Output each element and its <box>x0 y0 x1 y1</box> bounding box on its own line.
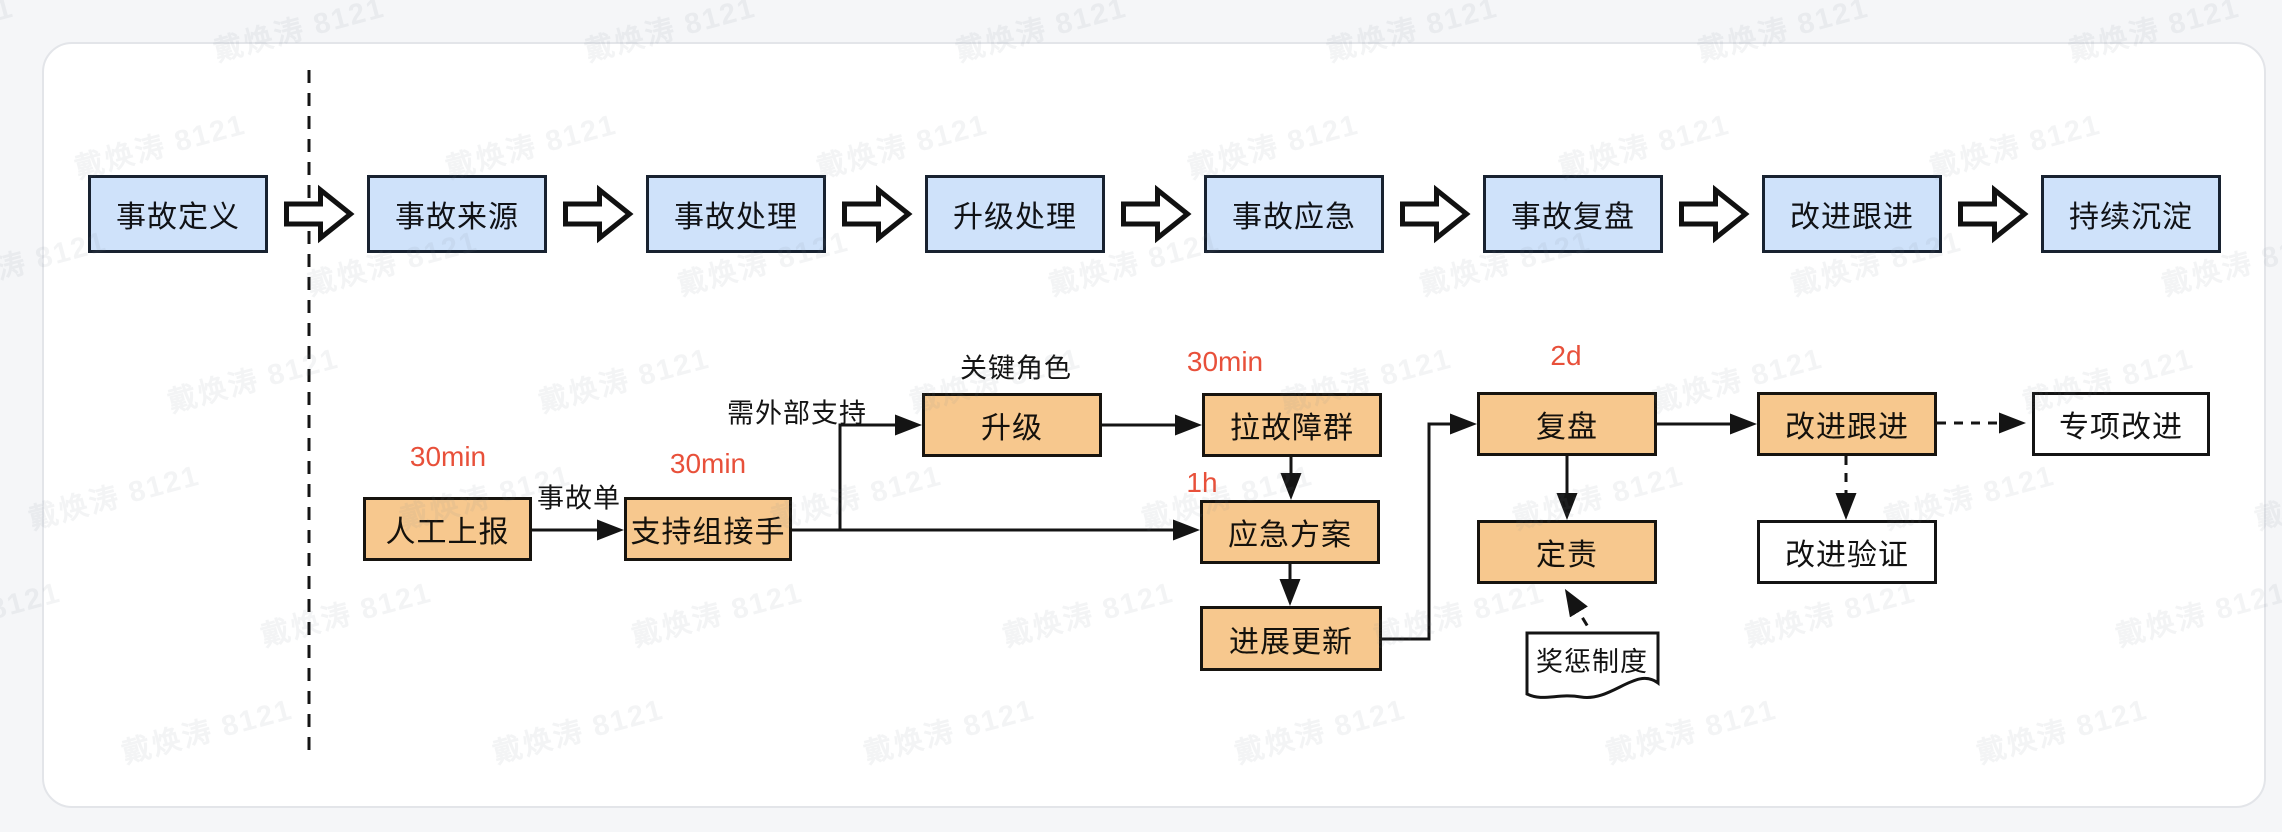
sla-label-review: 2d <box>1550 340 1582 371</box>
node-special-improvement: 专项改进 <box>2032 392 2210 456</box>
node-label: 拉故障群 <box>1230 412 1354 445</box>
watermark-text: 戴焕涛 8121 <box>0 0 18 68</box>
sla-label-emergency-plan: 1h <box>1186 467 1218 498</box>
edge-label-incident-ticket: 事故单 <box>537 483 621 514</box>
node-review: 复盘 <box>1477 392 1657 456</box>
node-create-incident-group: 拉故障群 <box>1202 393 1382 457</box>
node-label: 进展更新 <box>1229 625 1353 659</box>
stage-label: 持续沉淀 <box>2069 201 2193 234</box>
sla-label-support-takeover: 30min <box>669 448 747 479</box>
stage-label: 事故处理 <box>674 201 798 234</box>
stage-improvement-follow-up: 改进跟进 <box>1762 175 1942 253</box>
node-progress-update: 进展更新 <box>1200 606 1382 671</box>
note-label-key-roles: 关键角色 <box>960 353 1072 384</box>
node-label: 改进验证 <box>1785 539 1909 572</box>
stage-continuous-accumulation: 持续沉淀 <box>2041 175 2221 253</box>
stage-label: 事故定义 <box>116 201 240 234</box>
stage-incident-response: 事故应急 <box>1204 175 1384 253</box>
sla-label-incident-group: 30min <box>1186 346 1264 377</box>
stage-label: 事故来源 <box>395 201 519 234</box>
node-label: 应急方案 <box>1228 519 1352 552</box>
stage-incident-review: 事故复盘 <box>1483 175 1663 253</box>
node-improvement-follow-up: 改进跟进 <box>1757 392 1937 456</box>
node-label: 定责 <box>1536 539 1598 572</box>
edge-label-need-external-support: 需外部支持 <box>727 398 867 429</box>
stage-incident-handling: 事故处理 <box>646 175 826 253</box>
node-emergency-plan: 应急方案 <box>1200 500 1380 564</box>
node-accountability: 定责 <box>1477 520 1657 584</box>
stage-incident-source: 事故来源 <box>367 175 547 253</box>
stage-label: 升级处理 <box>953 201 1077 234</box>
node-label: 复盘 <box>1536 411 1598 444</box>
node-label: 升级 <box>981 412 1043 445</box>
node-label: 人工上报 <box>385 516 510 549</box>
stage-label: 改进跟进 <box>1790 201 1914 234</box>
stage-escalation-handling: 升级处理 <box>925 175 1105 253</box>
node-label: 支持组接手 <box>630 516 786 549</box>
node-escalate: 升级 <box>922 393 1102 457</box>
node-label: 专项改进 <box>2059 411 2183 444</box>
node-label: 改进跟进 <box>1785 411 1909 444</box>
stage-label: 事故应急 <box>1232 201 1356 234</box>
stage-label: 事故复盘 <box>1511 201 1635 234</box>
node-improvement-verification: 改进验证 <box>1757 520 1937 584</box>
node-manual-report: 人工上报 <box>363 497 532 561</box>
stage-incident-definition: 事故定义 <box>88 175 268 253</box>
sla-label-manual-report: 30min <box>409 441 487 472</box>
node-support-takeover: 支持组接手 <box>624 497 792 561</box>
